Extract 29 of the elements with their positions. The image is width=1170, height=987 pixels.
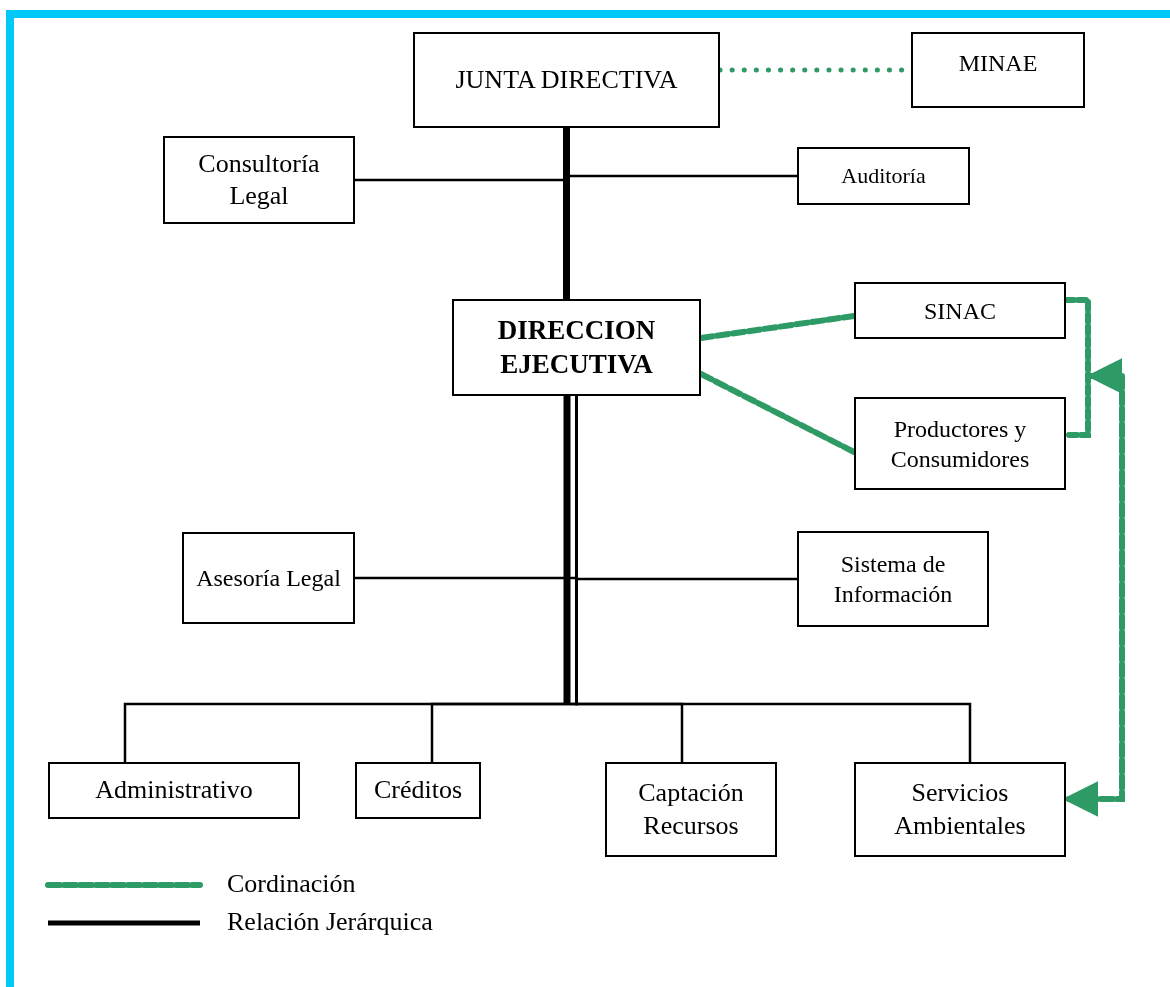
org-box (854, 282, 1066, 339)
org-box (355, 762, 481, 819)
box-label: Captación Recursos (637, 777, 745, 842)
box-label: Asesoría Legal (195, 564, 342, 593)
org-box (854, 397, 1066, 490)
org-box (163, 136, 355, 224)
box-label: Consultoría Legal (197, 147, 321, 212)
box-label: Sistema de Información (832, 550, 954, 609)
org-box (48, 762, 300, 819)
hierarchy-line (563, 128, 570, 299)
org-box (413, 32, 720, 128)
org-box (797, 531, 989, 627)
org-box (605, 762, 777, 857)
org-box (182, 532, 355, 624)
box-label: Administrativo (94, 774, 254, 807)
legend-label: Relación Jerárquica (227, 907, 433, 937)
box-label: Créditos (372, 774, 464, 807)
box-label: SINAC (923, 296, 997, 326)
box-label: JUNTA DIRECTIVA (454, 63, 679, 96)
box-label: Servicios Ambientales (893, 777, 1027, 842)
box-label: DIRECCION EJECUTIVA (496, 313, 657, 381)
box-label: MINAE (957, 49, 1039, 78)
legend-label: Cordinación (227, 869, 356, 899)
org-box (797, 147, 970, 205)
box-label: Productores y Consumidores (889, 414, 1031, 474)
box-label: Auditoría (840, 162, 927, 190)
org-box (911, 32, 1085, 108)
org-box (452, 299, 701, 396)
org-box (854, 762, 1066, 857)
